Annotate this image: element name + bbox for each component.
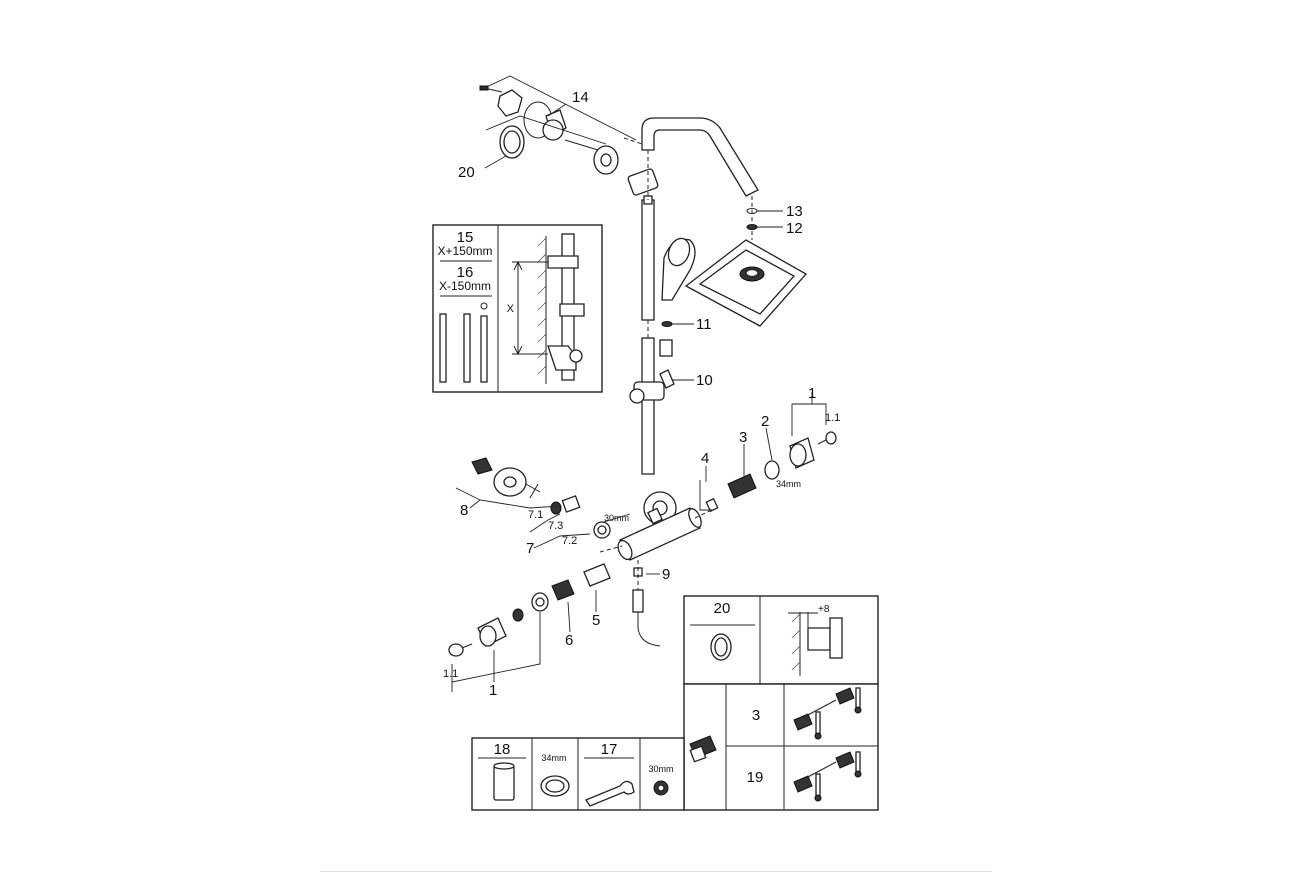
inset-label-x: X [507, 303, 515, 315]
shower-riser-group [629, 117, 808, 475]
rail-options-inset [432, 224, 603, 393]
inset-label-3: 3 [752, 707, 760, 724]
inset-label-17: 17 [601, 741, 618, 758]
label-6: 6 [565, 632, 573, 649]
label-7-1: 7.1 [528, 509, 543, 521]
temperature-handle-group [448, 560, 661, 692]
cartridge-options-inset [683, 683, 879, 811]
label-12: 12 [786, 220, 803, 237]
label-7-2: 7.2 [562, 535, 577, 547]
bottom-divider [320, 871, 992, 872]
inset-label-15: 15 [457, 229, 474, 246]
tools-inset [471, 737, 685, 811]
label-2: 2 [761, 413, 769, 430]
inset-labels: 15 X+150mm 16 X-150mm X 20 +8 3 19 18 34… [437, 229, 829, 786]
wall-bracket-group [479, 75, 659, 196]
label-34mm-top: 34mm [776, 479, 801, 489]
right-handle-group [699, 392, 837, 513]
inset-label-30mm: 30mm [648, 764, 673, 774]
callout-labels: 14 20 13 12 11 10 1 1.1 2 3 4 34mm 8 7.1… [443, 89, 840, 699]
inset-label-16-length: X-150mm [439, 279, 491, 293]
label-13: 13 [786, 203, 803, 220]
label-9: 9 [662, 566, 670, 583]
wall-spacer-inset [683, 595, 879, 685]
label-1-1-bottom: 1.1 [443, 668, 458, 680]
label-8: 8 [460, 502, 468, 519]
left-flow-group [455, 457, 631, 549]
inset-label-20: 20 [714, 600, 731, 617]
label-1-top: 1 [808, 385, 816, 402]
label-4: 4 [701, 450, 709, 467]
inset-label-18: 18 [494, 741, 511, 758]
label-5: 5 [592, 612, 600, 629]
inset-label-34mm: 34mm [541, 753, 566, 763]
label-7: 7 [526, 540, 534, 557]
label-10: 10 [696, 372, 713, 389]
label-3: 3 [739, 429, 747, 446]
label-7-3: 7.3 [548, 520, 563, 532]
inset-label-16: 16 [457, 264, 474, 281]
thermostat-mixer-group [599, 491, 721, 561]
label-14: 14 [572, 89, 589, 106]
inset-label-19: 19 [747, 769, 764, 786]
label-30mm-top: 30mm [604, 513, 629, 523]
label-11: 11 [696, 316, 712, 333]
inset-label-15-length: X+150mm [437, 244, 492, 258]
label-20: 20 [458, 164, 475, 181]
label-1-1-top: 1.1 [825, 412, 840, 424]
label-1-bottom: 1 [489, 682, 497, 699]
inset-label-offset: +8 [818, 604, 830, 615]
